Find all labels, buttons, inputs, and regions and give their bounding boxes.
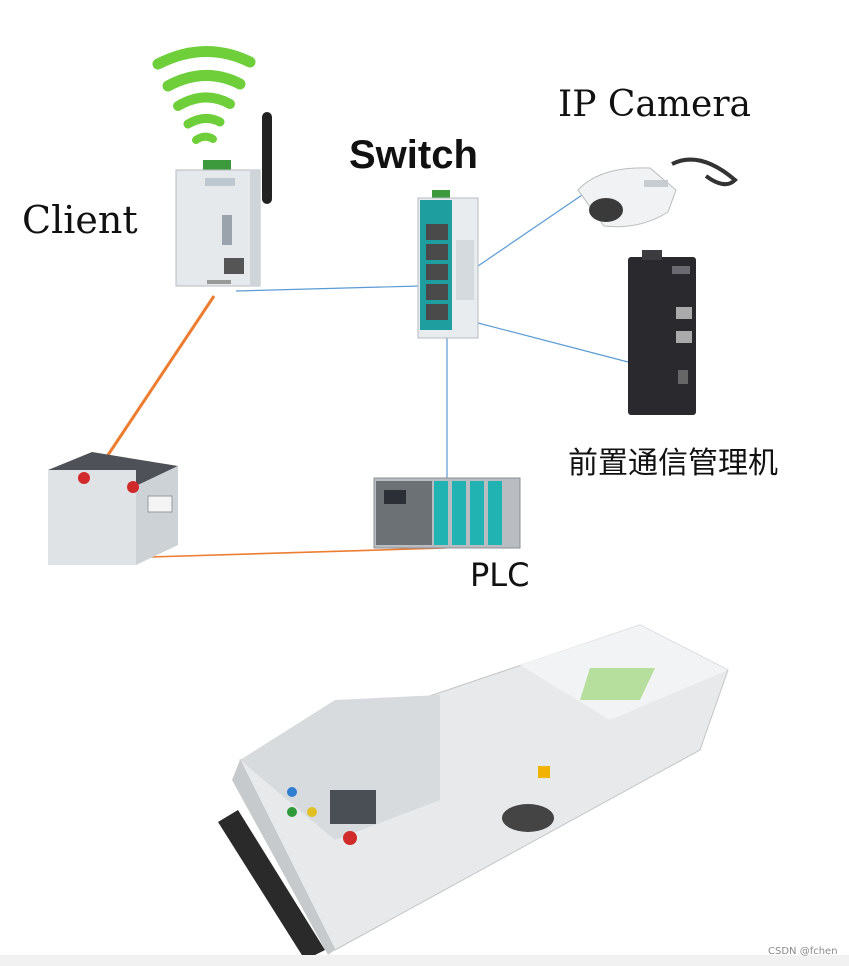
battery-pack-icon	[48, 452, 178, 565]
agv-vehicle-icon	[218, 624, 729, 960]
label-gateway: 前置通信管理机	[568, 446, 778, 481]
embedded-computer-icon	[628, 250, 696, 415]
dome-camera-icon	[577, 157, 738, 228]
label-plc: PLC	[470, 556, 530, 594]
plc-module-icon	[373, 477, 521, 549]
connections	[106, 192, 629, 558]
link-switch-gateway	[477, 322, 629, 363]
link-client-battery	[106, 295, 216, 456]
link-battery-plc	[149, 547, 446, 558]
link-switch-camera	[477, 192, 586, 267]
watermark: CSDN @fchen	[768, 946, 838, 957]
label-switch: Switch	[349, 133, 478, 177]
wireless-access-point-icon	[175, 112, 272, 287]
label-client: Client	[22, 198, 138, 242]
ethernet-switch-icon	[417, 190, 479, 339]
bottom-strip	[0, 955, 849, 966]
label-ip-camera: IP Camera	[558, 84, 752, 125]
link-client-switch	[235, 285, 421, 292]
wifi-icon	[152, 46, 256, 144]
